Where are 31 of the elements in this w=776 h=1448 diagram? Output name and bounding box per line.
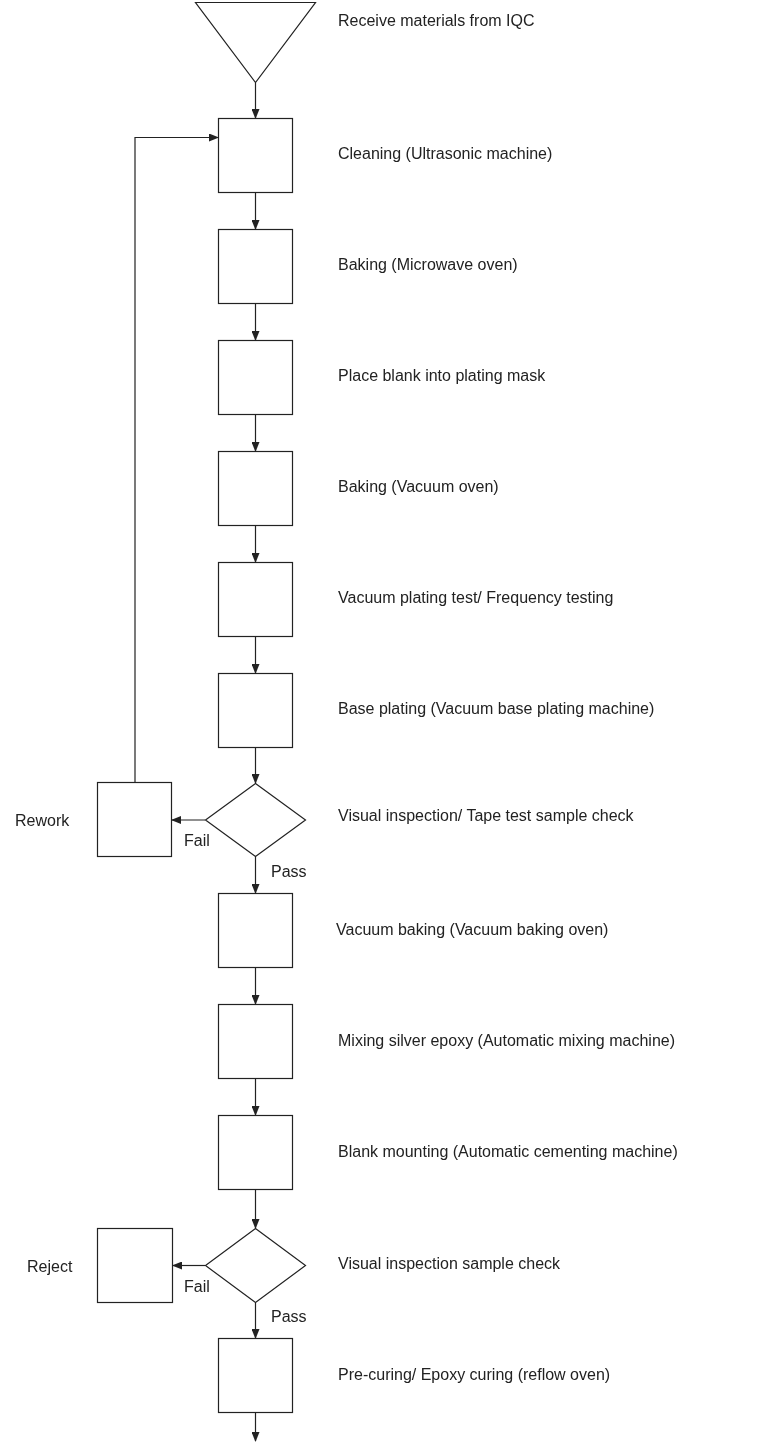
- arrow: [251, 1189, 260, 1229]
- step-label: Mixing silver epoxy (Automatic mixing machine): [338, 1032, 675, 1050]
- step-label: Cleaning (Ultrasonic machine): [338, 145, 553, 163]
- arrow: [251, 1078, 260, 1116]
- step-label: Blank mounting (Automatic cementing machine): [338, 1143, 678, 1161]
- step-label: Pre-curing/ Epoxy curing (reflow oven): [338, 1366, 611, 1384]
- step-label: Baking (Vacuum oven): [338, 478, 499, 496]
- step-label: Visual inspection sample check: [338, 1255, 561, 1273]
- step-label: Vacuum baking (Vacuum baking oven): [336, 921, 609, 939]
- step-label: Vacuum plating test/ Frequency testing: [338, 589, 614, 607]
- arrow: [251, 414, 260, 452]
- arrow: [251, 967, 260, 1005]
- arrow: [251, 82, 260, 119]
- step-label: Baking (Microwave oven): [338, 256, 518, 274]
- arrow: [251, 856, 260, 894]
- arrow: [251, 1412, 260, 1442]
- arrow: [251, 636, 260, 674]
- arrow: [134, 133, 219, 783]
- arrow: [251, 747, 260, 784]
- step-label: Base plating (Vacuum base plating machine): [338, 700, 655, 718]
- step-label: Place blank into plating mask: [338, 367, 546, 385]
- arrow: [251, 303, 260, 341]
- arrow: [251, 525, 260, 563]
- arrow: [172, 1261, 206, 1270]
- arrow: [171, 816, 206, 824]
- step-label: Receive materials from IQC: [338, 12, 535, 30]
- step-label: Rework: [15, 812, 70, 830]
- step-label: Visual inspection/ Tape test sample check: [338, 807, 634, 825]
- arrow: [251, 1302, 260, 1339]
- step-label: Reject: [27, 1258, 73, 1276]
- arrow: [251, 192, 260, 230]
